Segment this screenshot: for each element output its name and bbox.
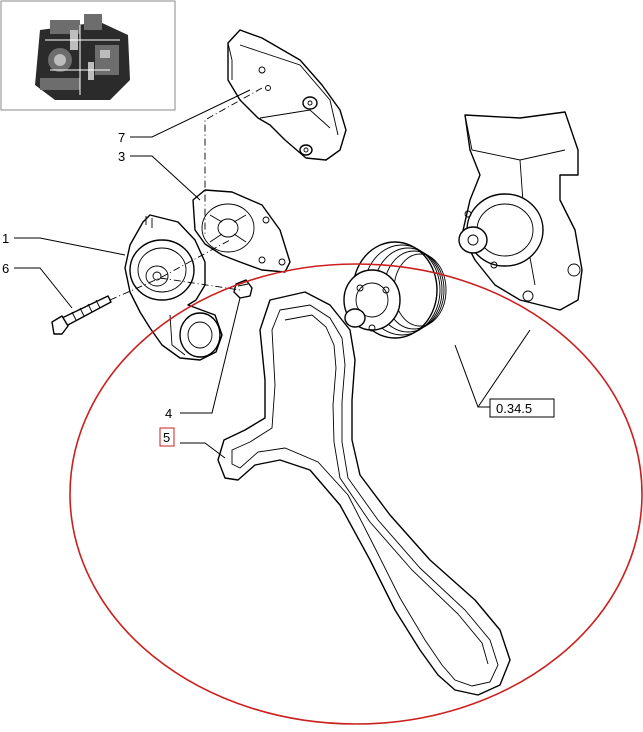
assembly-axis-lines (109, 87, 263, 301)
callout-labels: 7 3 1 6 4 5 0.34.5 (2, 130, 555, 447)
callout-4[interactable]: 4 (165, 406, 172, 421)
callout-6[interactable]: 6 (2, 261, 9, 276)
bracket-part-7[interactable] (227, 29, 347, 161)
callout-1[interactable]: 1 (2, 231, 9, 246)
callout-5-highlight (159, 427, 175, 447)
callout-5[interactable]: 5 (163, 430, 170, 445)
callout-7[interactable]: 7 (118, 130, 125, 145)
tensioner-part-1[interactable] (124, 214, 223, 361)
engine-thumbnail-icon[interactable] (0, 0, 176, 111)
bolt-part-6[interactable] (51, 295, 112, 335)
callout-3[interactable]: 3 (118, 149, 125, 164)
reference-label[interactable]: 0.34.5 (496, 401, 532, 416)
highlight-ellipse (69, 263, 643, 725)
belt-part-5[interactable] (217, 291, 511, 696)
water-pump-assembly[interactable] (343, 111, 583, 339)
reference-box (489, 398, 555, 418)
tensioner-plate-part-3[interactable] (192, 189, 291, 273)
